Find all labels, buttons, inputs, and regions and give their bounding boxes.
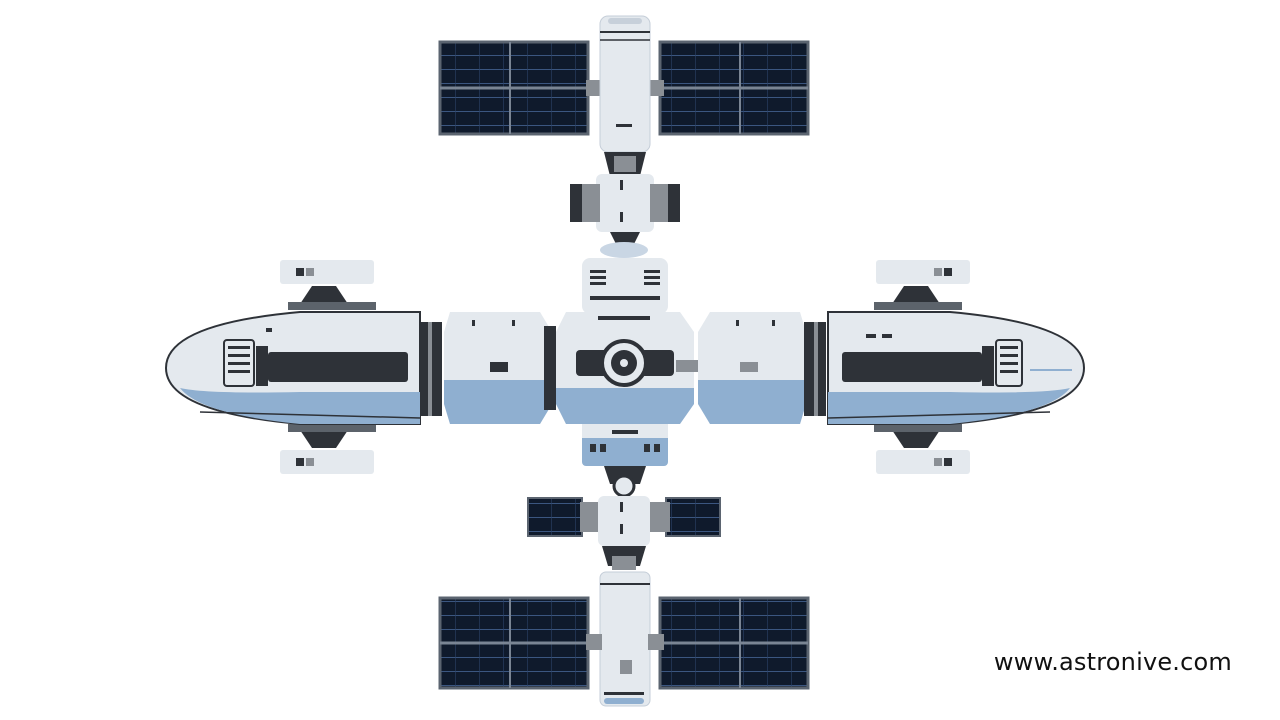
bottom-solar-array — [438, 596, 810, 690]
right-habitat-pod — [804, 260, 1086, 474]
top-solar-array — [438, 40, 810, 136]
left-habitat-pod — [164, 260, 442, 474]
top-module — [599, 15, 651, 176]
bottom-module — [599, 571, 651, 707]
lower-core-module — [582, 424, 668, 498]
watermark-url: www.astronive.com — [993, 648, 1232, 676]
left-connector-module — [444, 312, 556, 424]
upper-docking-hub — [570, 174, 680, 258]
upper-core-module — [582, 258, 668, 314]
right-connector-module — [698, 312, 806, 424]
central-core-module — [556, 312, 700, 424]
lower-docking-hub — [527, 496, 721, 570]
